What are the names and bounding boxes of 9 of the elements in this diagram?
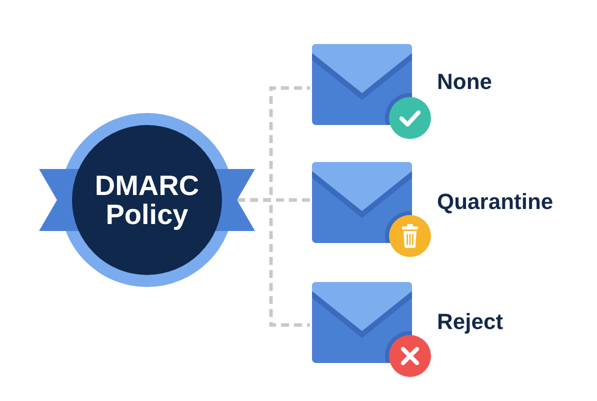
- policy-label: Reject: [437, 309, 504, 335]
- ribbon-badge: [39, 113, 255, 288]
- policy-label: None: [437, 69, 492, 95]
- badge-title: DMARC Policy: [94, 171, 200, 229]
- envelope-icon: [312, 162, 412, 243]
- envelope-icon: [312, 282, 412, 363]
- envelope-icon: [312, 44, 412, 125]
- policy-label: Quarantine: [437, 189, 554, 215]
- dashed-connector: [237, 198, 310, 327]
